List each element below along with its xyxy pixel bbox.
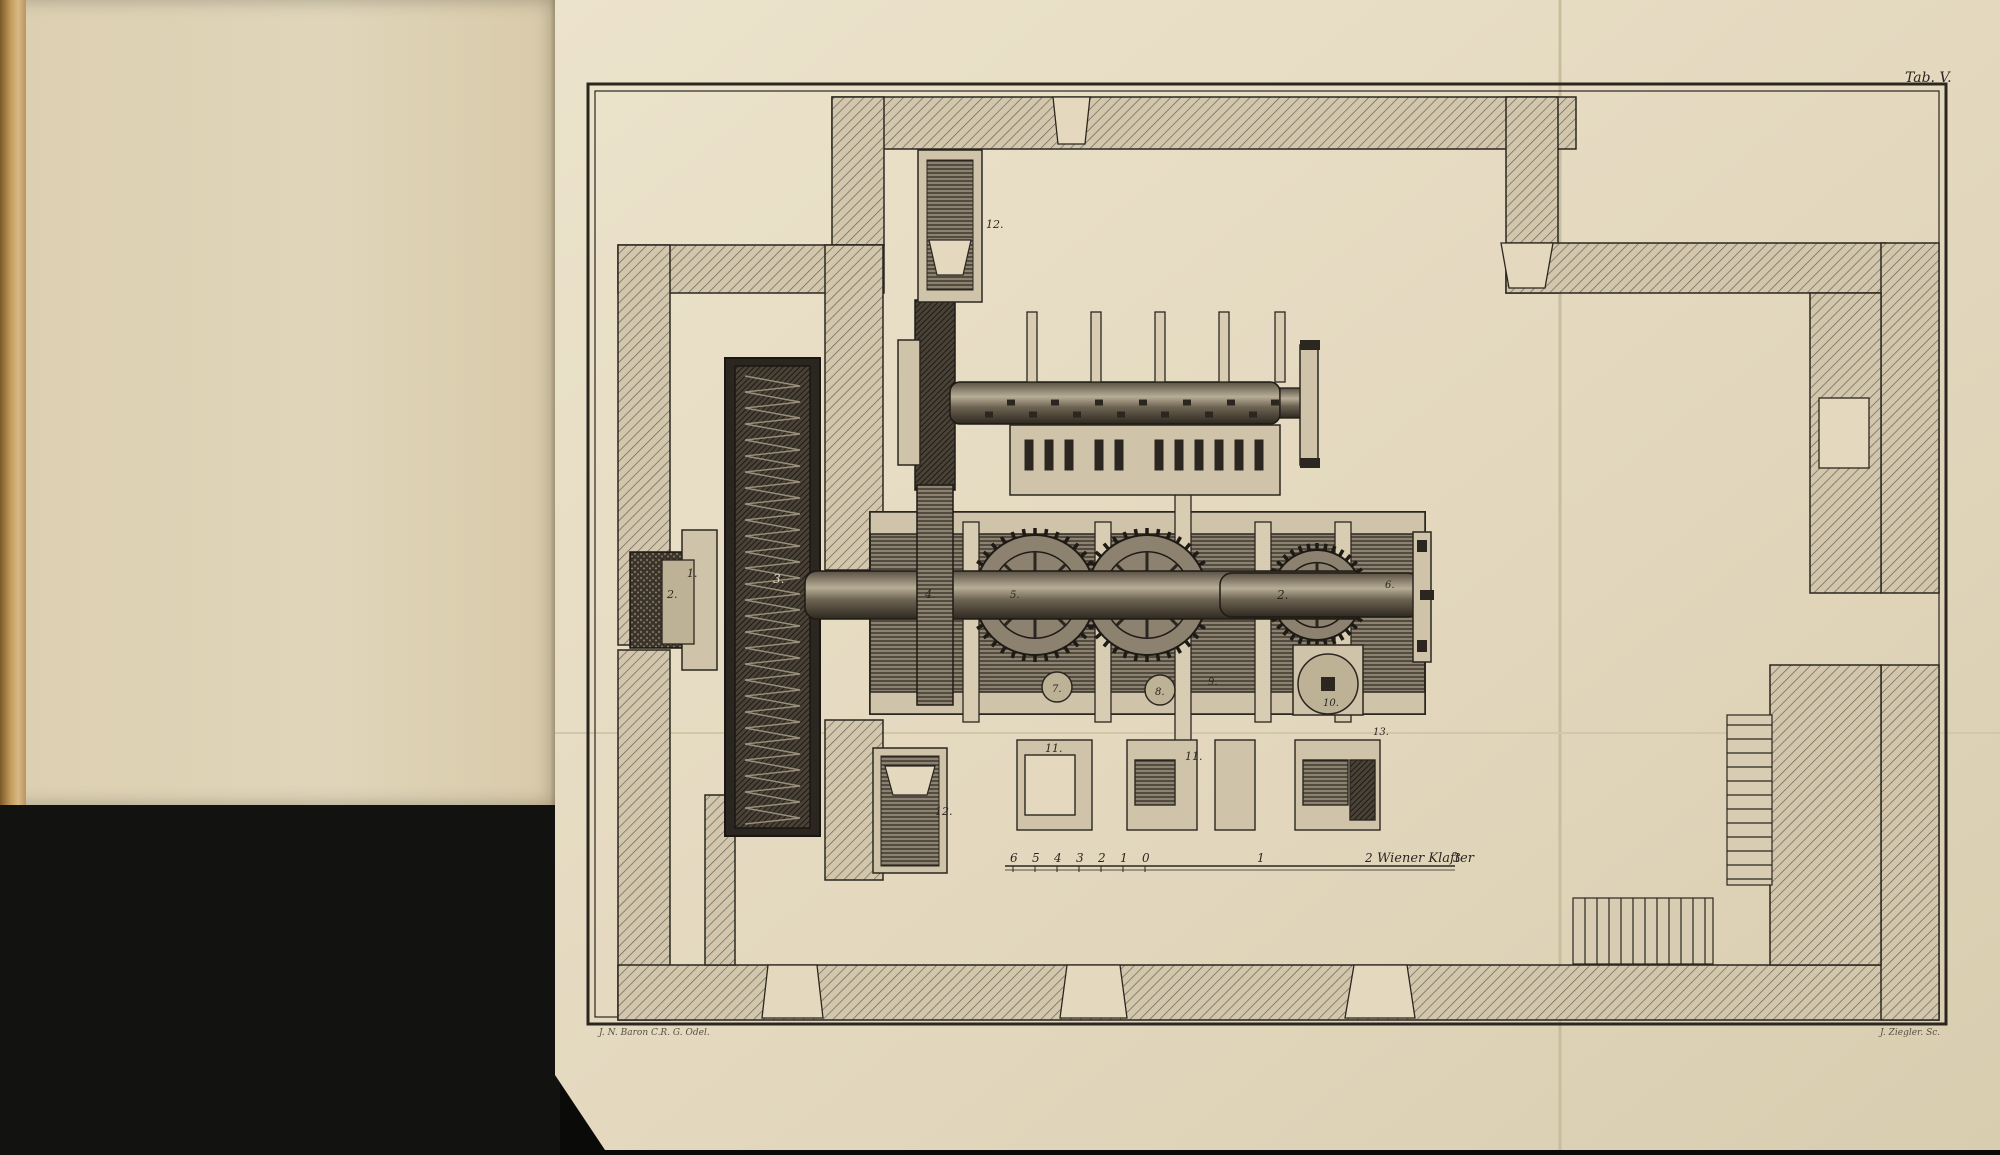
scale-tick-label: 2 <box>1097 851 1106 865</box>
building-walls <box>617 96 1940 1021</box>
label-5: 5. <box>1010 590 1020 601</box>
scale-tick-label: 3 <box>1453 851 1461 865</box>
staircase-vertical <box>1726 714 1773 886</box>
scale-unit-label: Wiener Klafter <box>1377 851 1475 866</box>
small-gear-7 <box>1041 671 1073 703</box>
stamp-posts <box>1026 311 1286 383</box>
scale-tick-label: 2 <box>1364 851 1373 865</box>
scale-tick-label: 0 <box>1142 851 1150 865</box>
water-wheel <box>734 365 811 829</box>
scale-tick-label: 3 <box>1076 851 1084 865</box>
label-10: 10. <box>1323 698 1339 709</box>
lower-hoppers <box>1016 739 1381 831</box>
scale-tick-label: 5 <box>1032 851 1040 865</box>
book-page-edge <box>0 0 26 805</box>
label-7: 7. <box>1052 684 1062 695</box>
scale-tick-label: 1 <box>1120 851 1128 865</box>
staircase-horizontal <box>1572 897 1714 965</box>
wall-openings <box>761 96 1870 1019</box>
upper-bearing-left <box>897 339 921 466</box>
upper-bearing-right <box>1299 344 1319 466</box>
label-8: 8. <box>1155 687 1165 698</box>
label-1: 1. <box>687 567 698 580</box>
dark-background <box>0 805 560 1155</box>
credit-delineator: J. N. Baron C.R. G. Odel. <box>597 1028 710 1038</box>
label-9: 9. <box>1208 677 1218 688</box>
label-2-shaft: 2. <box>1276 588 1288 602</box>
vertical-gear-shaft <box>914 299 956 491</box>
small-gear-8 <box>1144 674 1176 706</box>
blank-facing-leaf <box>0 0 560 805</box>
outer-frame <box>586 82 1948 1026</box>
scale-tick-label: 4 <box>1053 851 1062 865</box>
label-4: 4. <box>924 588 936 601</box>
mill-floor-plan-drawing: Tab. V. <box>555 0 2000 1150</box>
label-12-top: 12. <box>986 218 1004 231</box>
scale-tick-label: 1 <box>1257 851 1265 865</box>
label-2: 2. <box>666 588 678 601</box>
label-13: 13. <box>1373 727 1389 738</box>
stamp-cams <box>1024 439 1264 471</box>
engraving-plate: Tab. V. <box>555 0 2000 1155</box>
crown-gear <box>916 484 954 706</box>
label-6: 6. <box>1385 580 1395 591</box>
label-11-b: 11. <box>1185 750 1203 763</box>
label-12-bottom: 12. <box>935 805 953 818</box>
label-3: 3. <box>773 572 784 586</box>
plate-tab-label: Tab. V. <box>1905 70 1952 86</box>
label-11-a: 11. <box>1045 742 1063 755</box>
credit-engraver: J. Ziegler. Sc. <box>1878 1028 1940 1038</box>
scale-tick-label: 6 <box>1010 851 1018 865</box>
